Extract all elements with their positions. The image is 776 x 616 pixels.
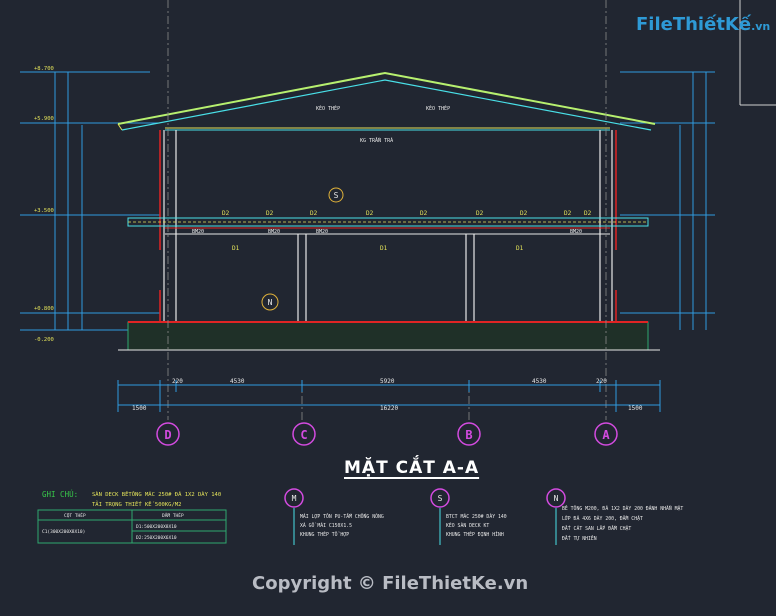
dim-top: 4530 (230, 378, 245, 385)
notes-line1: SÀN DECK BÊTÔNG MÁC 250# ĐÁ 1X2 DÀY 140 (92, 490, 221, 498)
legend-bubbles (284, 488, 566, 508)
notes-heading: GHI CHÚ: (42, 490, 78, 499)
floor-slab (127, 217, 649, 235)
ground-foundation (118, 321, 660, 351)
bm-label: BM20 (570, 229, 582, 235)
axis-label: C (300, 428, 307, 442)
logo-main: FileThiếtKế (636, 14, 752, 35)
bm-label: BM20 (268, 229, 280, 235)
marker-n: N (268, 298, 273, 307)
legend-n-item: BÊ TÔNG M200, ĐÁ 1X2 DÀY 200 ĐÁNH NHẴN M… (562, 504, 683, 512)
roof-truss (117, 71, 656, 131)
beam-label: D2 (476, 210, 484, 217)
dim-bottom: 1500 (132, 405, 147, 412)
dim-top: 5920 (380, 378, 395, 385)
legend-n-item: ĐẤT TỰ NHIÊN (562, 534, 597, 542)
elevation-label: +0.800 (34, 306, 54, 312)
legend-n-item: ĐẤT CÁT SAN LẤP ĐẦM CHẶT (562, 525, 631, 532)
axis-label: A (602, 428, 610, 442)
notes-table-row: D2:250X200X6X10 (136, 535, 177, 541)
elevation-label: +8.700 (34, 66, 54, 72)
marker-s: S (334, 191, 339, 200)
marker-n-circle (261, 293, 279, 311)
bm-label: BM20 (192, 229, 204, 235)
notes-line2: TẢI TRỌNG THIẾT KẾ 500KG/M2 (92, 500, 181, 508)
notes-table-row: D1:500X200X8X10 (136, 524, 177, 530)
beam-label: D2 (564, 210, 572, 217)
axis-bubbles (156, 422, 618, 446)
legend-m-item: MÁI LỢP TÔN PU-TẤM CHỐNG NÓNG (300, 513, 384, 520)
legend-marker-n: N (554, 494, 559, 503)
legend-m-item: XÀ GỒ MÁI C150X1.5 (300, 522, 352, 529)
truss-label: KÈO THÉP (316, 104, 340, 112)
notes-table-col: C1(300X200X8X10) (42, 529, 85, 535)
dimension-lines (117, 380, 661, 412)
d1-label: D1 (380, 245, 388, 252)
legend-marker-s: S (438, 494, 443, 503)
legend-s-item: BTCT MÁC 250# DÀY 140 (446, 513, 507, 520)
section-title: MẶT CẮT A-A (344, 458, 480, 478)
ceiling-label: KG TRẦN TRÁ (360, 137, 393, 144)
elevation-scale-right (620, 71, 715, 330)
elevation-scale-left (20, 71, 160, 331)
beam-label: D2 (366, 210, 374, 217)
dim-top: 220 (172, 378, 183, 385)
elevation-label: +5.900 (34, 116, 54, 122)
legend-m-item: KHUNG THÉP TỔ HỢP (300, 530, 349, 538)
legend-s-item: KÈO SÀN DECK KT (446, 521, 489, 529)
notes-table-head: CỘT THÉP (64, 511, 86, 519)
marker-s-circle (328, 187, 344, 203)
dim-bottom: 1500 (628, 405, 643, 412)
column-red-edges (159, 130, 617, 330)
dim-top: 4530 (532, 378, 547, 385)
beam-label: D2 (266, 210, 274, 217)
axis-label: B (465, 428, 472, 442)
d1-label: D1 (516, 245, 524, 252)
site-logo: FileThiếtKế.vn (636, 14, 770, 35)
truss-label: KÈO THÉP (426, 104, 450, 112)
notes-table-head: DẦM THÉP (162, 511, 184, 519)
legend-marker-m: M (292, 494, 297, 503)
axis-label: D (164, 428, 171, 442)
copyright-watermark: Copyright © FileThietKe.vn (252, 573, 529, 594)
legend-s-item: KHUNG THÉP ĐỊNH HÌNH (446, 530, 504, 538)
bm-label: BM20 (316, 229, 328, 235)
legend-leaders (293, 508, 557, 545)
elevation-label: -0.200 (34, 337, 54, 343)
beam-label: D2 (520, 210, 528, 217)
d1-label: D1 (232, 245, 240, 252)
beam-label: D2 (584, 210, 592, 217)
beam-label: D2 (310, 210, 318, 217)
notes-table (37, 509, 227, 544)
grid-lines (167, 0, 607, 420)
elevation-label: +3.500 (34, 208, 54, 214)
beam-label: D2 (420, 210, 428, 217)
beam-label: D2 (222, 210, 230, 217)
legend-n-item: LỚP ĐÁ 4X6 DÀY 200, ĐẦM CHẶT (562, 515, 643, 522)
dim-bottom: 16220 (380, 405, 398, 412)
dim-top: 220 (596, 378, 607, 385)
logo-suffix: .vn (751, 20, 771, 33)
